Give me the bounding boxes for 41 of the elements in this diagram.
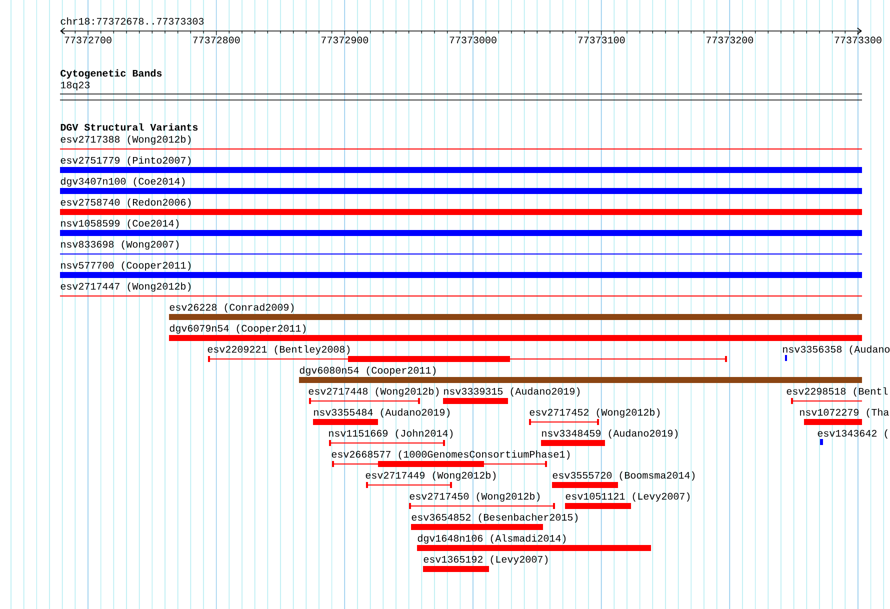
track-title: DGV Structural Variants [60, 123, 198, 131]
variant-label: esv1365192 (Levy2007) [424, 555, 548, 565]
tick-label: 77373200 [706, 36, 754, 44]
variant-label: esv26228 (Conrad2009) [170, 303, 294, 313]
variant-label: nsv1072279 (Tha [800, 408, 889, 418]
band-label: 18q23 [60, 82, 90, 90]
variant-label: esv1051121 (Levy2007) [566, 492, 690, 502]
tick-label: 77373100 [578, 36, 625, 44]
variant-label: esv2209221 (Bentley2008) [208, 345, 350, 355]
variant-label: nsv577700 (Cooper2011) [61, 261, 191, 271]
tick-label: 77372800 [193, 36, 240, 44]
variant-label: nsv3356358 (Audano [783, 345, 890, 355]
variant-label: nsv1151669 (John2014) [329, 429, 453, 439]
coordinate-label: chr18:77372678..77373303 [60, 17, 204, 25]
variant-label: esv2758740 (Redon2006) [60, 198, 191, 208]
variant-label: nsv3355484 (Audano2019) [314, 408, 450, 418]
variant-label: esv3555720 (Boomsma2014) [552, 471, 695, 481]
variant-label: dgv1648n106 (Alsmadi2014) [418, 534, 566, 544]
tick-label: 77372700 [64, 36, 112, 44]
variant-label: esv2717447 (Wong2012b) [60, 282, 191, 292]
variant-label: nsv3348459 (Audano2019) [542, 429, 678, 439]
variant-label: esv3654852 (Besenbacher2015) [412, 513, 578, 523]
tick-label: 77373000 [450, 36, 496, 44]
variant-label: esv2717448 (Wong2012b) [308, 387, 439, 397]
variant-label: esv2717452 (Wong2012b) [530, 408, 660, 418]
tick-label: 77373300 [834, 36, 882, 44]
variant-label: nsv3339315 (Audano2019) [444, 387, 580, 397]
variant-label: dgv6079n54 (Cooper2011) [170, 324, 306, 334]
variant-label: esv2751779 (Pinto2007) [60, 156, 191, 166]
variant-label: esv1343642 ( [818, 429, 888, 439]
track-title: Cytogenetic Bands [60, 69, 162, 79]
tick-label: 77372900 [321, 36, 368, 44]
variant-label: nsv1058599 (Coe2014) [61, 219, 179, 229]
variant-label: esv2298518 (Bentl [786, 387, 888, 397]
variant-label: dgv3407n100 (Coe2014) [60, 177, 185, 187]
variant-label: esv2668577 (1000GenomesConsortiumPhase1) [332, 450, 570, 460]
variant-label: esv2717450 (Wong2012b) [410, 492, 540, 502]
variant-label: esv2717388 (Wong2012b) [60, 135, 191, 145]
variant-label: dgv6080n54 (Cooper2011) [300, 366, 436, 376]
variant-label: nsv833698 (Wong2007) [61, 240, 179, 250]
variant-label: esv2717449 (Wong2012b) [366, 471, 496, 481]
